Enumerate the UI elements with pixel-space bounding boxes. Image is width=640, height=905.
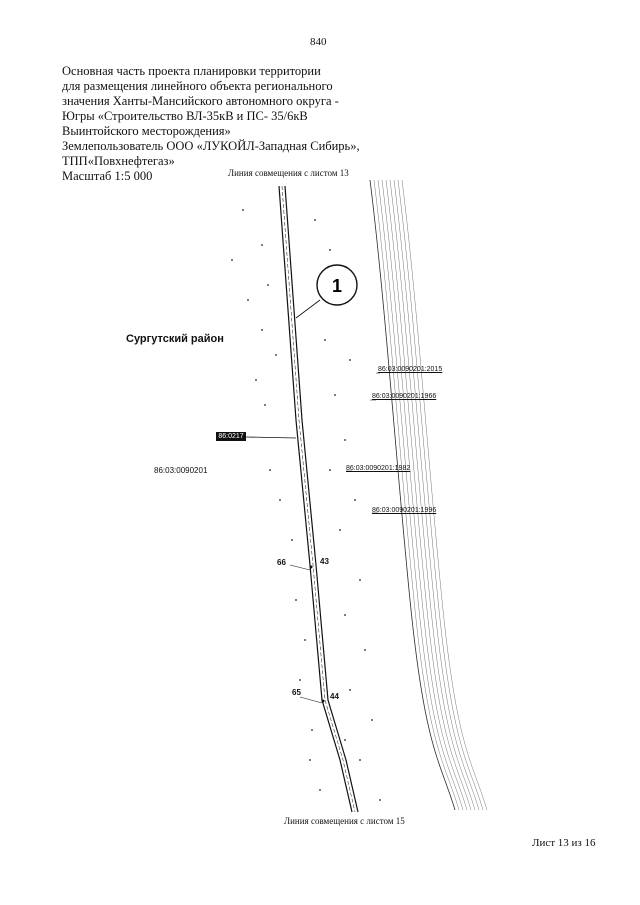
point-43-marker [309, 565, 313, 569]
terrain-dots [231, 209, 381, 801]
point-label-66: 66 [277, 558, 286, 567]
parcel-label-1996: 86:03:0090201:1996 [372, 507, 437, 514]
header-line: Землепользователь ООО «ЛУКОЙЛ-Западная С… [62, 139, 360, 153]
point-44-marker [321, 699, 325, 703]
parcel-label-1966: 86:03:0090201:1966 [372, 393, 437, 400]
join-line-top-label: Линия совмещения с листом 13 [228, 168, 349, 178]
parcel-leaders [346, 372, 380, 514]
point-66-leader [289, 564, 311, 571]
point-label-65: 65 [292, 688, 301, 697]
black-label: 86:0217 [216, 432, 246, 441]
cadastral-block-label: 86:03:0090201 [154, 466, 208, 475]
header-line: Югры «Строительство ВЛ-35кВ и ПС- 35/6кВ [62, 109, 308, 123]
join-line-bottom-label: Линия совмещения с листом 15 [284, 816, 405, 826]
hatch-band [369, 179, 488, 811]
callout-number: 1 [332, 276, 342, 296]
parcel-label-2015: 86:03:0090201:2015 [378, 366, 443, 373]
header-line: для размещения линейного объекта региона… [62, 79, 333, 93]
point-label-44: 44 [330, 692, 339, 701]
header-line: ТПП«Повхнефтегаз» [62, 154, 175, 168]
water-boundary [369, 179, 456, 811]
header-block: Основная часть проекта планировки террит… [62, 64, 382, 184]
district-label: Сургутский район [126, 333, 224, 345]
header-line: значения Ханты-Мансийского автономного о… [62, 94, 339, 108]
callout-leader [295, 299, 321, 319]
page-number: 840 [310, 36, 327, 48]
power-line-corridor [278, 185, 359, 813]
header-line: Основная часть проекта планировки террит… [62, 64, 321, 78]
black-label-leader [245, 436, 297, 439]
header-line: Масштаб 1:5 000 [62, 169, 153, 183]
callout-circle [316, 264, 358, 306]
sheet-number: Лист 13 из 16 [532, 837, 596, 849]
point-label-43: 43 [320, 557, 329, 566]
header-line: Выинтойского месторождения» [62, 124, 231, 138]
point-65-leader [299, 696, 323, 704]
parcel-label-1982: 86:03:0090201:1982 [346, 465, 411, 472]
